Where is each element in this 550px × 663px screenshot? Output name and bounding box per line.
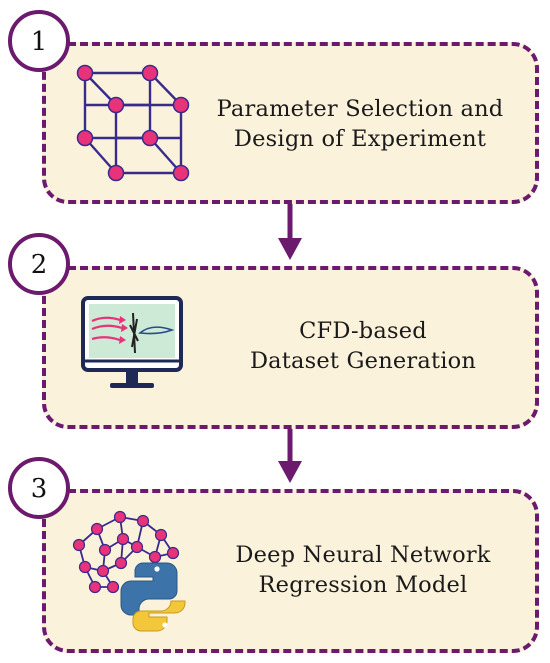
arrow-step-2-to-3 — [278, 429, 302, 483]
monitor-cfd-icon — [81, 296, 183, 388]
step-2-number-badge — [8, 233, 70, 295]
neural-brain-python-icon — [72, 510, 186, 632]
step-3-number: 3 — [30, 474, 48, 504]
cube-lattice-icon — [76, 64, 190, 182]
arrow-step-1-to-2 — [278, 204, 302, 260]
step-1-number: 1 — [30, 27, 48, 57]
step-3-number-badge — [8, 457, 70, 519]
step-3-title-line-1: Deep Neural Network — [235, 542, 491, 568]
step-2-title-line-1: CFD-based — [299, 318, 427, 344]
step-1-box — [42, 42, 539, 204]
step-1-title: Parameter Selection and Design of Experi… — [190, 94, 530, 154]
step-1-number-badge — [8, 10, 70, 72]
step-1-title-line-1: Parameter Selection and — [216, 96, 504, 122]
step-2-number: 2 — [30, 250, 48, 280]
step-3-title: Deep Neural Network Regression Model — [208, 540, 518, 600]
python-logo-icon — [120, 562, 186, 632]
step-3-title-line-2: Regression Model — [258, 572, 468, 598]
step-1-title-line-2: Design of Experiment — [233, 126, 487, 152]
step-2-title-line-2: Dataset Generation — [249, 348, 477, 374]
step-2-title: CFD-based Dataset Generation — [208, 316, 518, 376]
